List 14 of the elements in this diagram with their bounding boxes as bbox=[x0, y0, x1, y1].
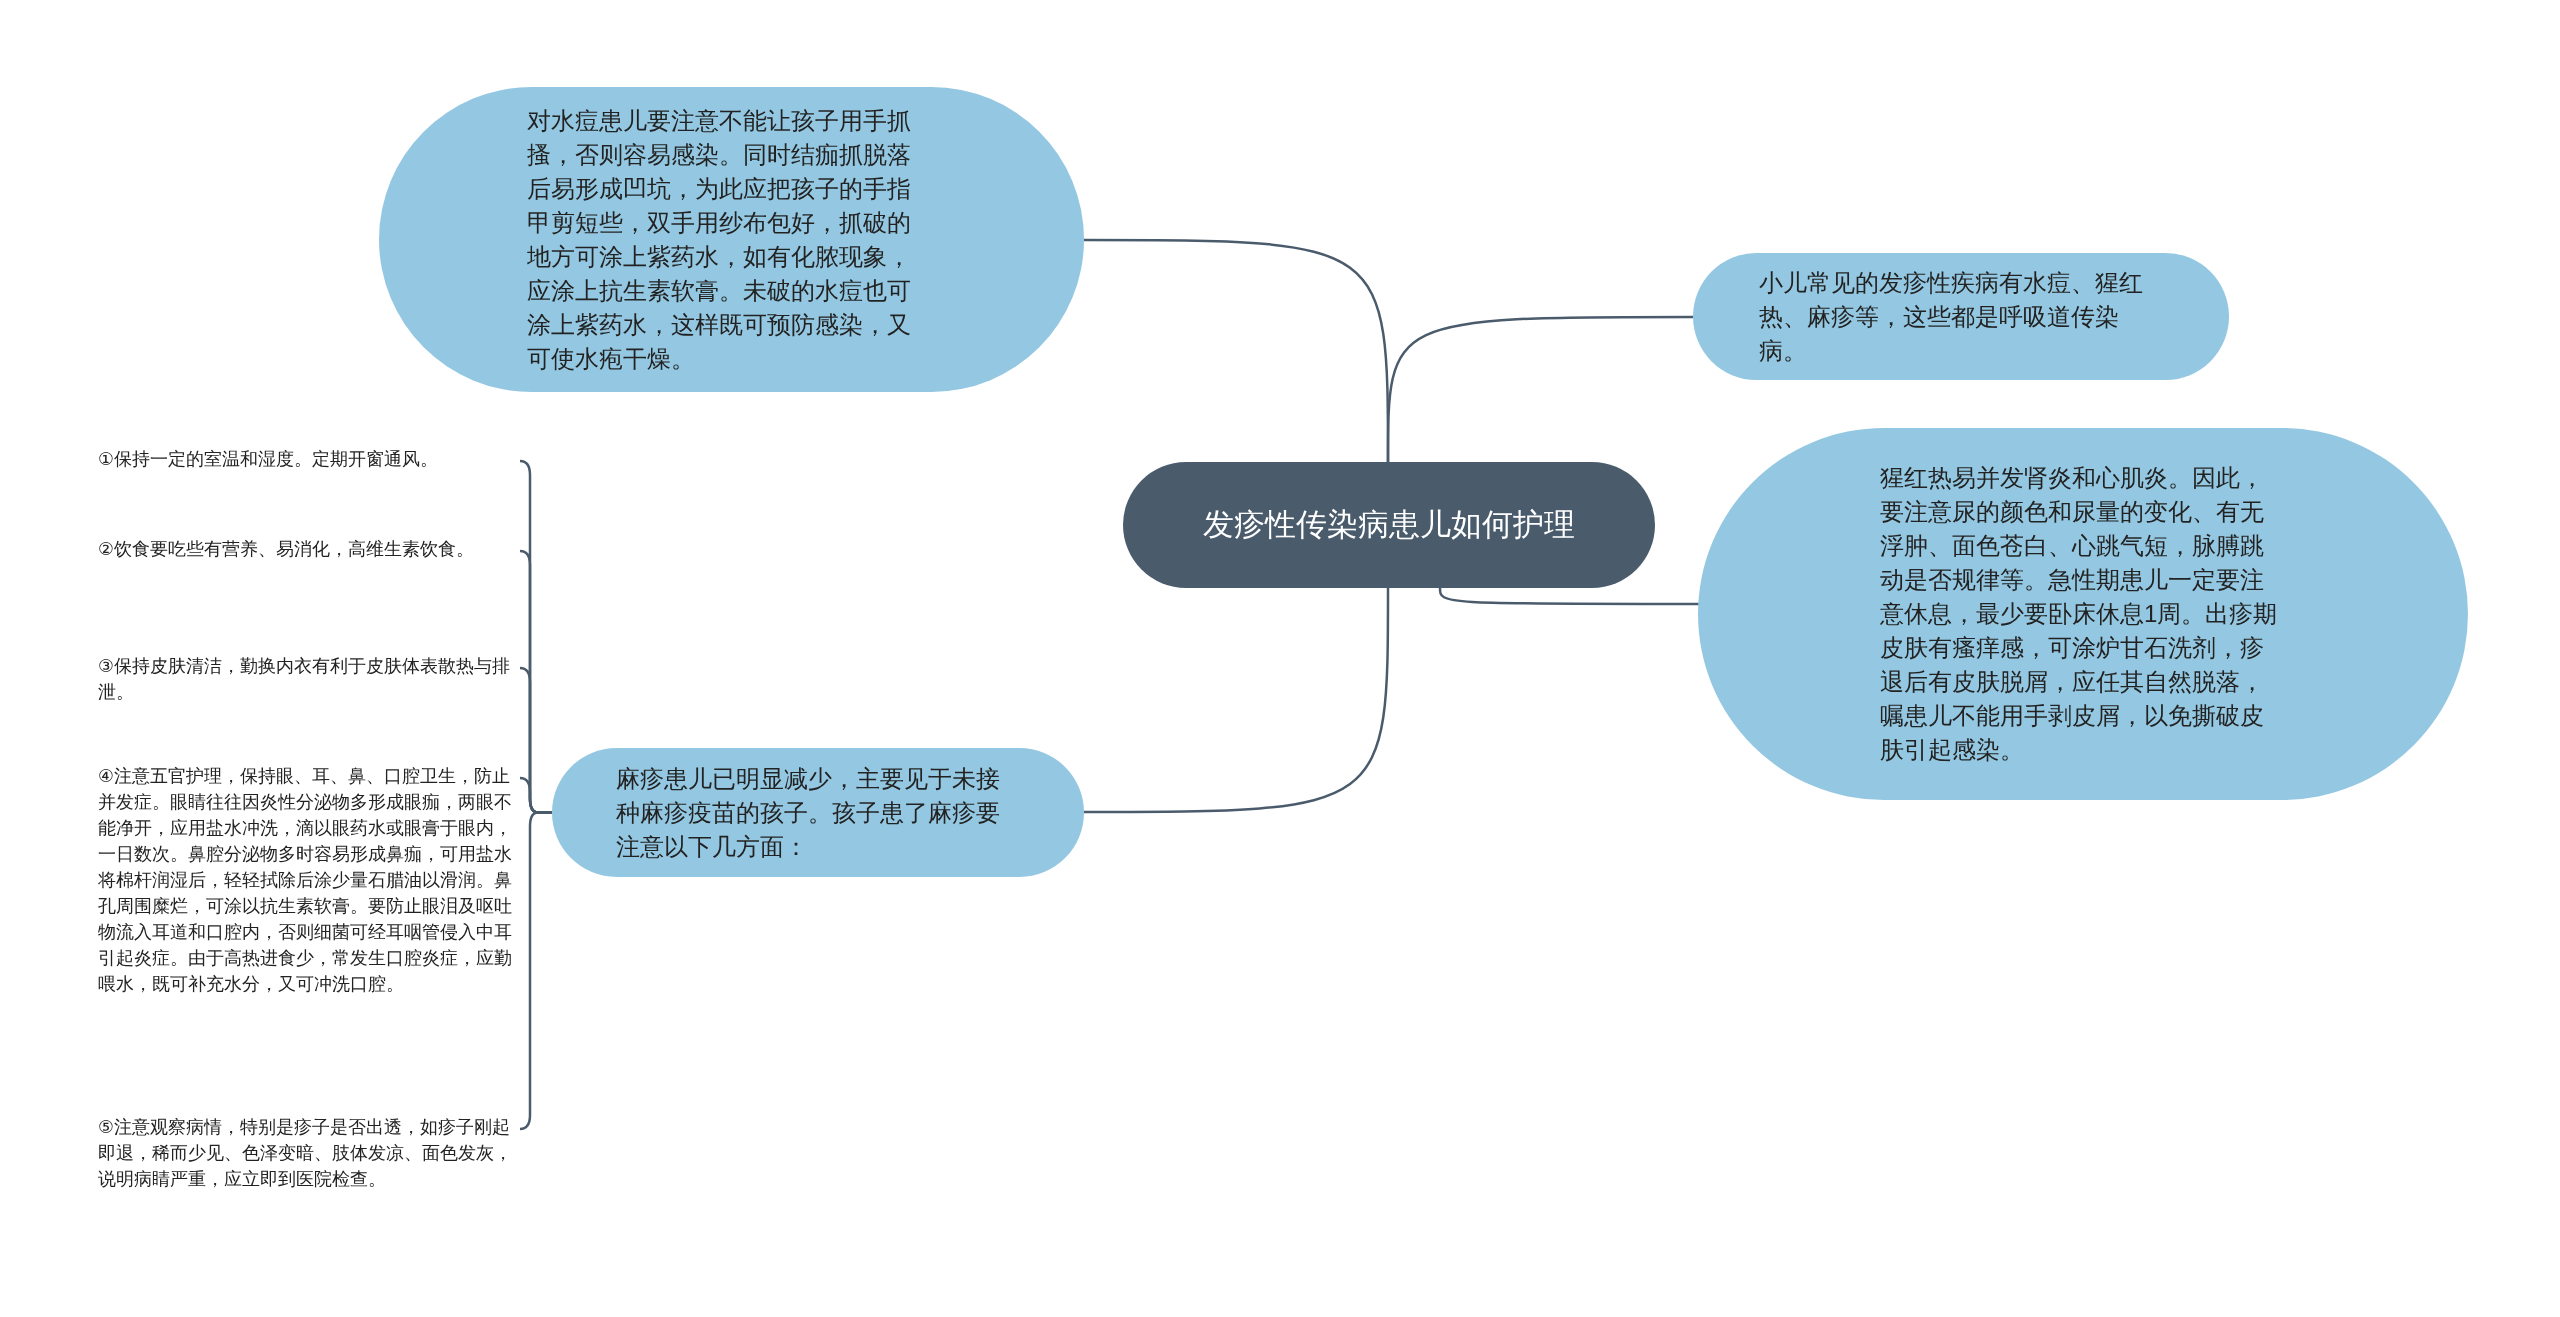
central-topic: 发疹性传染病患儿如何护理 bbox=[1123, 462, 1655, 588]
topic-bubble: 猩红热易并发肾炎和心肌炎。因此，要注意尿的颜色和尿量的变化、有无浮肿、面色苍白、心跳气短，脉膊跳动是否规律等。急性期患儿一定要注意休息，最少要卧床休息1周。出疹期皮肤有瘙痒感，可涂炉甘石洗剂，疹退后有皮肤脱屑，应任其自然脱落，嘱患儿不能用手剥皮屑，以免撕破皮肤引起感染。 bbox=[1698, 428, 2468, 800]
list-item-text: ①保持一定的室温和湿度。定期开窗通风。 bbox=[98, 446, 520, 476]
connector-line bbox=[519, 811, 552, 1131]
list-item-text: ③保持皮肤清洁，勤换内衣有利于皮肤体表散热与排泄。 bbox=[98, 653, 520, 709]
list-item-text: ②饮食要吃些有营养、易消化，高维生素饮食。 bbox=[98, 536, 520, 592]
connector-line bbox=[1084, 588, 1390, 814]
topic-bubble: 麻疹患儿已明显减少，主要见于未接种麻疹疫苗的孩子。孩子患了麻疹要注意以下几方面： bbox=[552, 748, 1084, 877]
topic-bubble: 对水痘患儿要注意不能让孩子用手抓搔，否则容易感染。同时结痂抓脱落后易形成凹坑，为此应把孩子的手指甲剪短些，双手用纱布包好，抓破的地方可涂上紫药水，如有化脓现象，应涂上抗生素软膏。未破的水痘也可涂上紫药水，这样既可预防感染，又可使水疱干燥。 bbox=[379, 87, 1084, 392]
list-item-text: ④注意五官护理，保持眼、耳、鼻、口腔卫生，防止并发症。眼睛往往因炎性分泌物多形成眼痂，两眼不能净开，应用盐水冲洗，滴以眼药水或眼膏于眼内，一日数次。鼻腔分泌物多时容易形成鼻痂，可用盐水将棉杆润湿后，轻轻拭除后涂少量石腊油以滑润。鼻孔周围糜烂，可涂以抗生素软膏。要防止眼泪及呕吐物流入耳道和口腔内，否则细菌可经耳咽管侵入中耳引起炎症。由于高热进食少，常发生口腔炎症，应勤喂水，既可补充水分，又可冲洗口腔。 bbox=[98, 763, 520, 1053]
connector-line bbox=[1438, 587, 1699, 606]
connector-line bbox=[1386, 315, 1693, 462]
topic-bubble: 小儿常见的发疹性疾病有水痘、猩红热、麻疹等，这些都是呼吸道传染病。 bbox=[1693, 253, 2229, 380]
list-item-text: ⑤注意观察病情，特别是疹子是否出透，如疹子刚起即退，稀而少见、色泽变暗、肢体发凉、面色发灰，说明病睛严重，应立即到医院检查。 bbox=[98, 1114, 520, 1224]
